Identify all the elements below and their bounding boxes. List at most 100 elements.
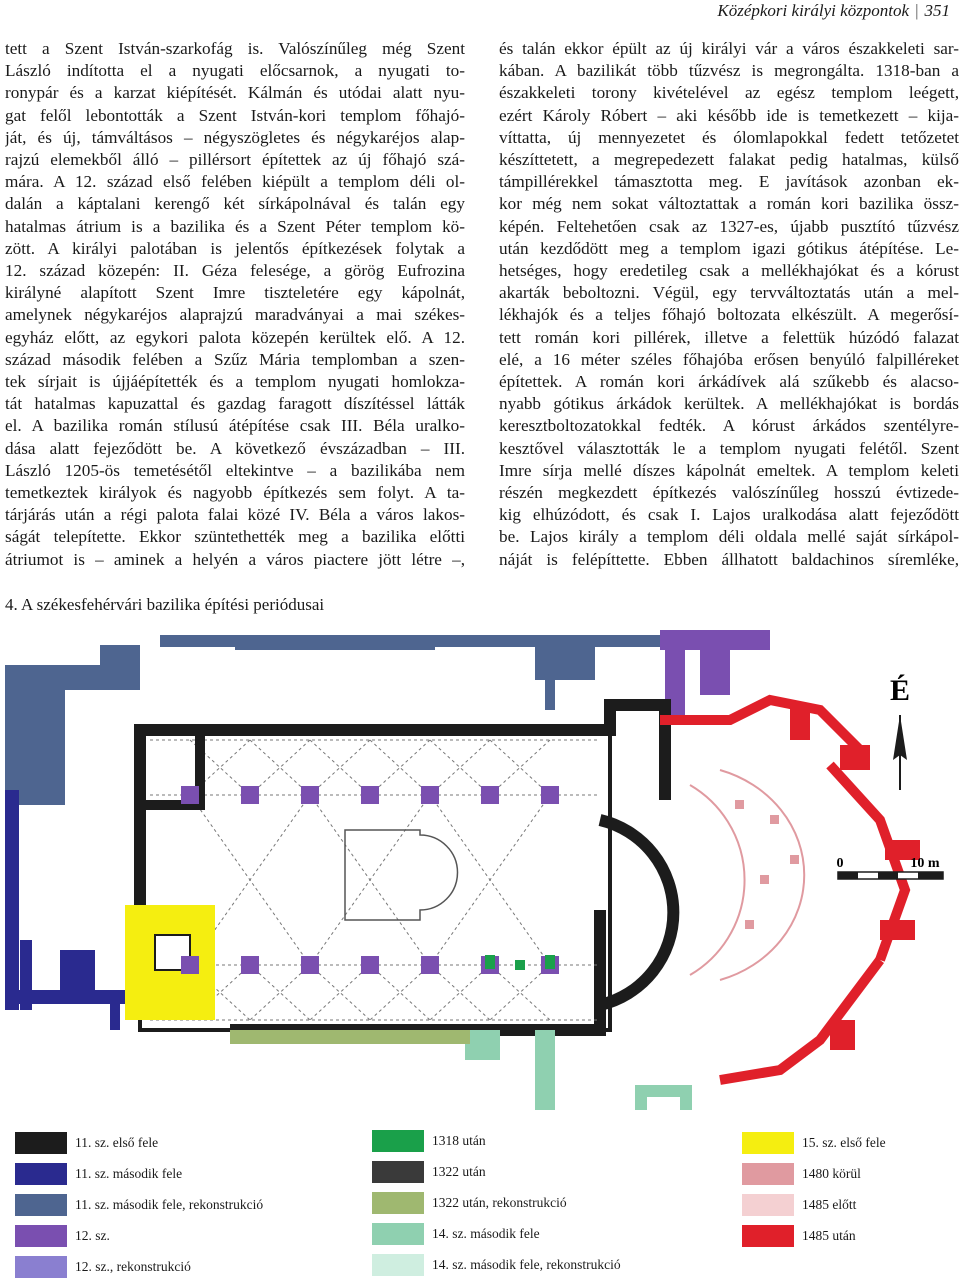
legend-swatch (372, 1130, 424, 1152)
legend-swatch (15, 1163, 67, 1185)
pillar (421, 786, 439, 804)
text-line: ságát telepítette. Ekkor szüntethették m… (5, 527, 465, 547)
eleventh-century-second-half-walls (5, 790, 125, 1030)
text-line: el. A bazilika román stílusú átépítése c… (5, 416, 465, 436)
fifteenth-century-chapel (125, 905, 215, 1020)
text-line: temetkeztek királyok és nagyobb építkezé… (5, 483, 465, 503)
text-line: ezért Károly Róbert – aki később ide is … (499, 105, 959, 125)
running-head: Középkori királyi központok|351 (717, 0, 950, 22)
pillar (481, 786, 499, 804)
legend-swatch (742, 1132, 794, 1154)
text-line: készíttetett, a megrepedezett falakat pe… (499, 150, 959, 170)
fourteenth-century-south-chapels (465, 1030, 692, 1110)
legend-label: 12. sz., rekonstrukció (75, 1259, 191, 1274)
legend-swatch (372, 1223, 424, 1245)
scale-zero-label: 0 (837, 856, 844, 871)
text-line: század második felében a Szűz Mária temp… (5, 349, 465, 369)
legend-swatch (15, 1194, 67, 1216)
text-line: gat felől lebontották a Szent István-kor… (5, 105, 465, 125)
text-line: be. Lajos király a templom déli oldala m… (499, 527, 959, 547)
text-line: mára. A 12. század első felében kiépült … (5, 172, 465, 192)
buttresses (790, 705, 920, 1050)
text-line: után kezdődött meg a templom igazi gótik… (499, 238, 959, 258)
pillar (541, 786, 559, 804)
running-head-title: Középkori királyi központok (717, 1, 910, 20)
eleventh-century-first-half-walls (134, 699, 680, 1036)
text-line: támpillérekkel támasztotta meg. E javítá… (499, 172, 959, 192)
legend-swatch (372, 1192, 424, 1214)
text-line: átriumot is – aminek a helyén a város pi… (5, 549, 465, 569)
text-line: 12. század közepén: II. Géza felesége, a… (5, 261, 465, 281)
text-line: zött. A királyi palotában is jelentős ép… (5, 238, 465, 258)
text-line: dása alatt fejeződött be. A következő év… (5, 438, 465, 458)
text-line: hatalmas átrium is a bazilika és a Szent… (5, 216, 465, 236)
legend-swatch (742, 1163, 794, 1185)
legend-label: 1485 után (802, 1228, 856, 1243)
text-line: kesztővel választották le a templom nyug… (499, 438, 959, 458)
pillar (421, 956, 439, 974)
text-line: tát hatalmas kapuzattal és gazdag farago… (5, 394, 465, 414)
text-line: keresztboltozatokkal fedték. A kórust ár… (499, 416, 959, 436)
text-line: víttatta, új mennyezetet és ólomlapokkal… (499, 127, 959, 147)
text-line: elé, a 16 méter széles főhajóba erősen b… (499, 349, 959, 369)
text-line: királyné alapított Szent Imre tiszteleté… (5, 283, 465, 303)
text-line: ját, és új, támváltásos – négyszögletes … (5, 127, 465, 147)
text-line: hetséges, hogy eredetileg csak a mellékh… (499, 261, 959, 281)
legend-label: 1480 körül (802, 1166, 861, 1181)
left-text-column: tett a Szent István-szarkofág is. Valósz… (5, 38, 465, 571)
west-reconstruction-walls (5, 635, 700, 805)
pillar (181, 956, 199, 974)
legend-label: 14. sz. második fele, rekonstrukció (432, 1257, 621, 1272)
text-line: Imre sírja mellé díszes kápolnát emeltek… (499, 460, 959, 480)
text-line: nyabb gótikus árkádok kerültek. A mellék… (499, 394, 959, 414)
scale-end-label: 10 m (910, 856, 940, 871)
pillar (301, 956, 319, 974)
legend-label: 1485 előtt (802, 1197, 857, 1212)
legend-swatch (15, 1225, 67, 1247)
legend-swatch (15, 1256, 67, 1278)
legend-label: 12. sz. (75, 1228, 110, 1243)
text-line: képén. Feltehetően csak az 1327-es, újab… (499, 216, 959, 236)
text-line: és talán ekkor épült az új királyi vár a… (499, 39, 959, 58)
legend-swatch (742, 1194, 794, 1216)
text-line: kában. A bazilikát több tűzvész is megro… (499, 61, 959, 81)
post-1322-reconstruction (230, 1030, 470, 1044)
legend-label: 1318 után (432, 1133, 486, 1148)
apse-piers (735, 800, 799, 929)
legend-swatch (15, 1132, 67, 1154)
text-line: részén megkezdett építkezés valószínűleg… (499, 483, 959, 503)
text-line: kor még nem sokat változtattak a román k… (499, 194, 959, 214)
pillar (241, 786, 259, 804)
text-line: egyház előtt, az egykori palota közepén … (5, 327, 465, 347)
text-line: tett a Szent István-szarkofág is. Valósz… (5, 39, 465, 58)
pillar (361, 786, 379, 804)
figure-caption: 4. A székesfehérvári bazilika építési pe… (5, 595, 325, 614)
text-line: László indította el a nyugati előcsarnok… (5, 61, 465, 81)
right-text-column: és talán ekkor épült az új királyi vár a… (499, 38, 959, 571)
sanctuary-outline (344, 829, 459, 921)
text-line: László 1205-ös temetésétől eltekintve – … (5, 460, 465, 480)
legend-label: 11. sz. első fele (75, 1135, 159, 1150)
page-number: 351 (924, 1, 951, 20)
legend-swatch (372, 1254, 424, 1276)
text-line: kig elhúzódott, és csak I. Lajos uralkod… (499, 505, 959, 525)
text-line: dalán a káptalani kerengő két sírkápolná… (5, 194, 465, 214)
scale-bar: 0 10 m (837, 856, 944, 880)
text-line: tárjárás után a régi palota falai közé I… (5, 505, 465, 525)
basilica-floor-plan: É 0 10 m (5, 630, 944, 1110)
post-1318-elements (485, 955, 555, 970)
legend-label: 11. sz. második fele (75, 1166, 183, 1181)
pillar (181, 786, 199, 804)
text-line: ronypár és a karzat kiépítését. Kálmán é… (5, 83, 465, 103)
north-arrow: É (890, 674, 910, 790)
north-label: É (890, 674, 910, 707)
legend-label: 1322 után, rekonstrukció (432, 1195, 567, 1210)
pillar (241, 956, 259, 974)
text-line: északkeleti torony kivételével az egész … (499, 83, 959, 103)
pre-1485-apse (689, 769, 806, 981)
legend-label: 15. sz. első fele (802, 1135, 886, 1150)
text-line: tek sírjait is újjáépítették és a templo… (5, 372, 465, 392)
vault-ribs (150, 739, 600, 1021)
text-line: építettek. A román kori árkádívek alá sz… (499, 372, 959, 392)
